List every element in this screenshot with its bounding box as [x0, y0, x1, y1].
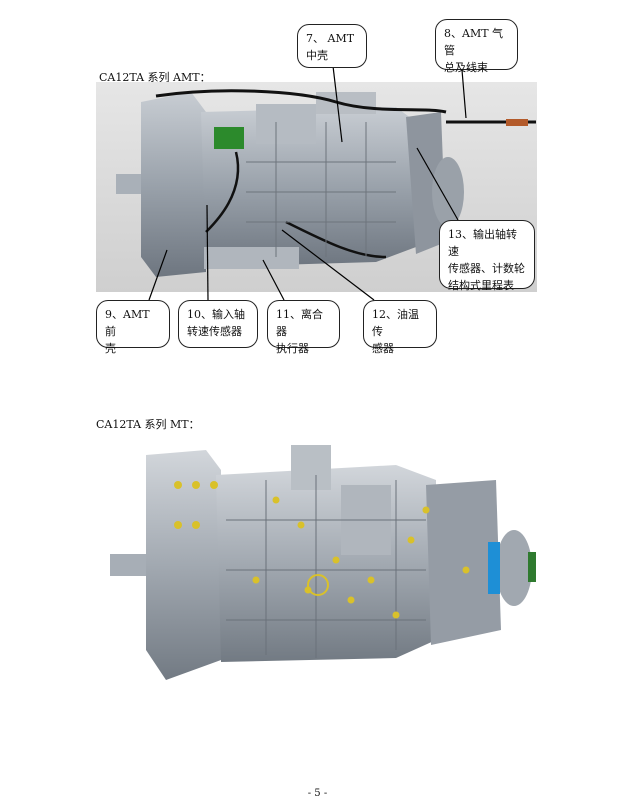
callout-13-line1: 13、输出轴转速: [448, 228, 517, 258]
callout-7-line1: 7、 AMT: [306, 32, 355, 45]
callout-amt-middle-case: 7、 AMT 中壳: [297, 24, 367, 68]
callout-9-line2: 壳: [105, 342, 116, 355]
callout-10-line2: 转速传感器: [187, 325, 242, 338]
callout-12-line1: 12、油温传: [372, 308, 419, 338]
callout-7-line2: 中壳: [306, 49, 328, 62]
callout-output-speed-sensor: 13、输出轴转速 传感器、计数轮 结构式里程表: [439, 220, 535, 292]
callout-11-line1: 11、离合器: [276, 308, 323, 338]
callout-9-line1: 9、AMT 前: [105, 308, 150, 338]
callout-13-line2: 传感器、计数轮: [448, 262, 525, 275]
callout-clutch-actuator: 11、离合器 执行器: [267, 300, 340, 355]
callout-8-line1: 8、AMT 气管: [444, 27, 504, 57]
callout-input-speed-sensor: 10、输入轴 转速传感器: [178, 300, 258, 348]
callout-amt-front-case: 9、AMT 前 壳: [96, 300, 170, 355]
amt-section-caption: CA12TA 系列 AMT：: [99, 71, 211, 84]
mt-transmission-image: [96, 430, 537, 692]
callout-8-line2: 总及线束: [444, 61, 488, 74]
callout-13-line3: 结构式里程表: [448, 279, 514, 292]
mt-section-caption: CA12TA 系列 MT：: [96, 418, 200, 431]
callout-amt-air-pipe-harness: 8、AMT 气管 总及线束: [435, 19, 518, 74]
callout-11-line2: 执行器: [276, 342, 309, 355]
callout-10-line1: 10、输入轴: [187, 308, 245, 321]
page-number: - 5 -: [307, 788, 328, 799]
callout-oil-temp-sensor: 12、油温传 感器: [363, 300, 437, 355]
callout-12-line2: 感器: [372, 342, 394, 355]
